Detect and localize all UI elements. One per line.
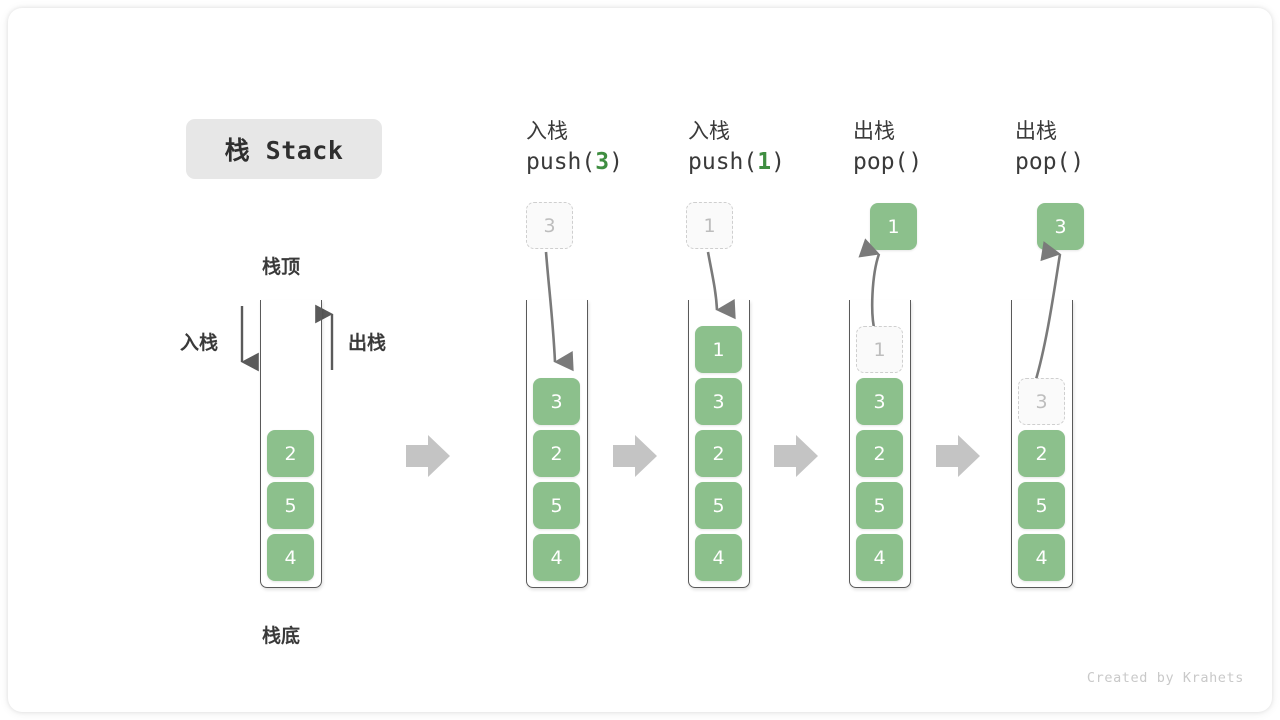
flow-arrow-icon — [406, 435, 450, 477]
stack-cell: 2 — [1018, 430, 1065, 477]
stack-cells-push-1: 1 3 2 5 4 — [695, 326, 742, 581]
stack-cell: 2 — [695, 430, 742, 477]
column-header-push-3: 入栈 push(3) — [526, 116, 696, 180]
pop-animation-arrow-icon — [1032, 241, 1062, 387]
stack-cell-ghost: 1 — [856, 326, 903, 373]
flow-arrow-icon — [613, 435, 657, 477]
push-direction-arrow-icon — [240, 306, 259, 372]
stack-cell: 4 — [1018, 534, 1065, 581]
popped-cell-pop-1: 1 — [870, 203, 917, 250]
column-op-code: pop() — [853, 149, 923, 176]
column-header-push-1: 入栈 push(1) — [688, 116, 858, 180]
stack-top-label: 栈顶 — [262, 256, 301, 278]
flow-arrow-icon — [774, 435, 818, 477]
stack-cell: 4 — [695, 534, 742, 581]
stack-container-pop-3: 3 2 5 4 — [1011, 300, 1073, 588]
column-op-cn: 出栈 — [853, 119, 895, 143]
diagram-card: 栈 Stack 栈顶 栈底 入栈 出栈 2 5 4 — [8, 8, 1272, 712]
stack-cell: 4 — [856, 534, 903, 581]
popped-cell-pop-3: 3 — [1037, 203, 1084, 250]
column-op-code: push(3) — [526, 149, 623, 176]
stack-cell: 5 — [267, 482, 314, 529]
stack-title-chip: 栈 Stack — [186, 119, 382, 179]
push-animation-arrow-icon — [706, 251, 736, 320]
stack-cells-pop-3: 3 2 5 4 — [1018, 378, 1065, 581]
stack-container-push-1: 1 3 2 5 4 — [688, 300, 750, 588]
stack-cells-initial: 2 5 4 — [267, 430, 314, 581]
stack-title-label: 栈 Stack — [224, 136, 344, 165]
column-op-code: pop() — [1015, 149, 1085, 176]
stack-cell: 5 — [695, 482, 742, 529]
stack-container-pop-1: 1 3 2 5 4 — [849, 300, 911, 588]
stack-bottom-label: 栈底 — [262, 625, 301, 647]
stack-cell-ghost: 3 — [1018, 378, 1065, 425]
stack-cell: 5 — [1018, 482, 1065, 529]
stack-cell: 3 — [695, 378, 742, 425]
pop-direction-label: 出栈 — [348, 332, 387, 354]
floating-ghost-cell-push-1: 1 — [686, 202, 733, 249]
stack-cell: 4 — [267, 534, 314, 581]
column-op-cn: 入栈 — [688, 119, 730, 143]
column-op-cn: 入栈 — [526, 119, 568, 143]
stack-cell: 2 — [267, 430, 314, 477]
stack-cell: 3 — [856, 378, 903, 425]
stack-container-initial: 2 5 4 — [260, 300, 322, 588]
stack-cell: 3 — [533, 378, 580, 425]
credit-footer: Created by Krahets — [1086, 670, 1244, 686]
column-op-code: push(1) — [688, 149, 785, 176]
stack-cell: 2 — [856, 430, 903, 477]
stack-cell: 5 — [856, 482, 903, 529]
column-header-pop-1: 出栈 pop() — [853, 116, 1023, 180]
pop-direction-arrow-icon — [315, 304, 334, 370]
push-animation-arrow-icon — [544, 251, 574, 372]
stack-cells-push-3: 3 2 5 4 — [533, 378, 580, 581]
stack-cell: 5 — [533, 482, 580, 529]
stack-cells-pop-1: 1 3 2 5 4 — [856, 326, 903, 581]
stack-container-push-3: 3 2 5 4 — [526, 300, 588, 588]
column-op-cn: 出栈 — [1015, 119, 1057, 143]
push-direction-label: 入栈 — [180, 332, 219, 354]
stack-cell: 2 — [533, 430, 580, 477]
column-header-pop-3: 出栈 pop() — [1015, 116, 1185, 180]
flow-arrow-icon — [936, 435, 980, 477]
stack-cell: 1 — [695, 326, 742, 373]
stack-cell: 4 — [533, 534, 580, 581]
floating-ghost-cell-push-3: 3 — [526, 202, 573, 249]
